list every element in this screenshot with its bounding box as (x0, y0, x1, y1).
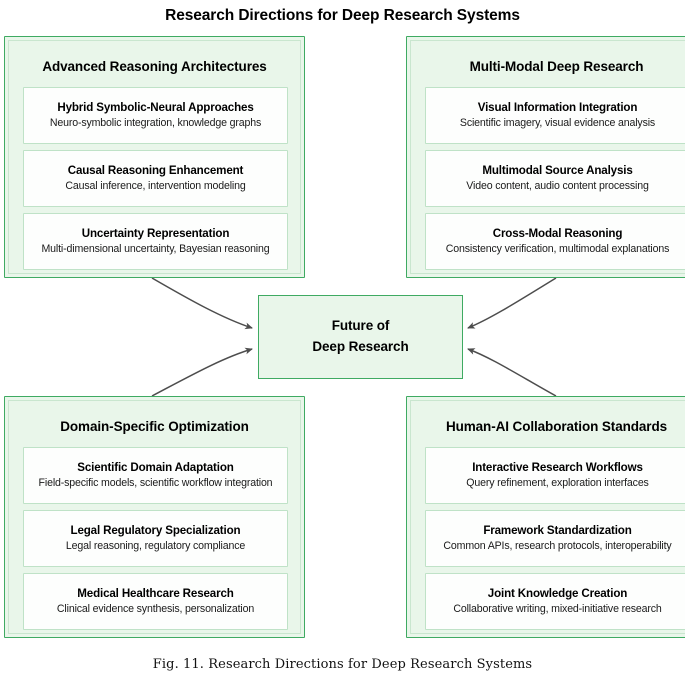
leaf-node[interactable]: Framework Standardization Common APIs, r… (425, 510, 685, 567)
leaf-node[interactable]: Visual Information Integration Scientifi… (425, 87, 685, 144)
leaf-title: Hybrid Symbolic-Neural Approaches (57, 101, 254, 115)
leaf-subtitle: Consistency verification, multimodal exp… (445, 242, 670, 255)
leaf-subtitle: Legal reasoning, regulatory compliance (65, 539, 246, 552)
leaf-subtitle: Video content, audio content processing (466, 179, 649, 192)
leaf-node[interactable]: Scientific Domain Adaptation Field-speci… (23, 447, 288, 504)
leaf-subtitle: Multi-dimensional uncertainty, Bayesian … (41, 242, 270, 255)
center-node-line-2: Deep Research (312, 339, 409, 354)
leaf-node[interactable]: Causal Reasoning Enhancement Causal infe… (23, 150, 288, 207)
center-node-line-1: Future of (331, 318, 390, 334)
leaf-node[interactable]: Joint Knowledge Creation Collaborative w… (425, 573, 685, 630)
edge-bottom-right-to-center (467, 348, 557, 397)
cluster-advanced-reasoning-architectures[interactable]: Advanced Reasoning Architectures Hybrid … (4, 36, 305, 278)
leaf-subtitle: Neuro-symbolic integration, knowledge gr… (49, 116, 262, 129)
leaf-title: Causal Reasoning Enhancement (67, 164, 244, 178)
leaf-title: Medical Healthcare Research (77, 587, 234, 601)
leaf-node[interactable]: Hybrid Symbolic-Neural Approaches Neuro-… (23, 87, 288, 144)
leaf-subtitle: Collaborative writing, mixed-initiative … (453, 602, 662, 615)
cluster-domain-specific-optimization[interactable]: Domain-Specific Optimization Scientific … (4, 396, 305, 638)
leaf-title: Scientific Domain Adaptation (77, 461, 234, 475)
figure-title: Research Directions for Deep Research Sy… (165, 7, 520, 24)
leaf-node[interactable]: Medical Healthcare Research Clinical evi… (23, 573, 288, 630)
leaf-title: Legal Regulatory Specialization (70, 524, 241, 538)
leaf-subtitle: Scientific imagery, visual evidence anal… (459, 116, 656, 129)
leaf-title: Interactive Research Workflows (472, 461, 643, 475)
leaf-title: Cross-Modal Reasoning (492, 227, 623, 241)
cluster-multi-modal-deep-research[interactable]: Multi-Modal Deep Research Visual Informa… (406, 36, 685, 278)
leaf-subtitle: Clinical evidence synthesis, personaliza… (56, 602, 255, 615)
leaf-subtitle: Field-specific models, scientific workfl… (38, 476, 273, 489)
cluster-title: Human-AI Collaboration Standards (445, 419, 668, 434)
cluster-human-ai-collaboration-standards[interactable]: Human-AI Collaboration Standards Interac… (406, 396, 685, 638)
edge-top-left-to-center (151, 277, 253, 330)
leaf-title: Multimodal Source Analysis (482, 164, 633, 178)
leaf-title: Joint Knowledge Creation (487, 587, 628, 601)
leaf-subtitle: Causal inference, intervention modeling (65, 179, 246, 192)
leaf-node[interactable]: Interactive Research Workflows Query ref… (425, 447, 685, 504)
leaf-node[interactable]: Multimodal Source Analysis Video content… (425, 150, 685, 207)
edge-top-right-to-center (467, 277, 557, 329)
center-node-future-of-deep-research[interactable]: Future of Deep Research (258, 295, 463, 379)
leaf-title: Visual Information Integration (477, 101, 638, 115)
leaf-subtitle: Common APIs, research protocols, interop… (443, 539, 672, 552)
figure-caption: Fig. 11. Research Directions for Deep Re… (152, 657, 533, 672)
leaf-node[interactable]: Cross-Modal Reasoning Consistency verifi… (425, 213, 685, 270)
cluster-title: Domain-Specific Optimization (60, 419, 249, 434)
leaf-subtitle: Query refinement, exploration interfaces (466, 476, 649, 489)
leaf-title: Framework Standardization (483, 524, 632, 538)
leaf-title: Uncertainty Representation (81, 227, 230, 241)
cluster-title: Advanced Reasoning Architectures (42, 59, 267, 74)
leaf-node[interactable]: Uncertainty Representation Multi-dimensi… (23, 213, 288, 270)
leaf-node[interactable]: Legal Regulatory Specialization Legal re… (23, 510, 288, 567)
cluster-title: Multi-Modal Deep Research (469, 59, 644, 74)
edge-bottom-left-to-center (151, 347, 253, 397)
